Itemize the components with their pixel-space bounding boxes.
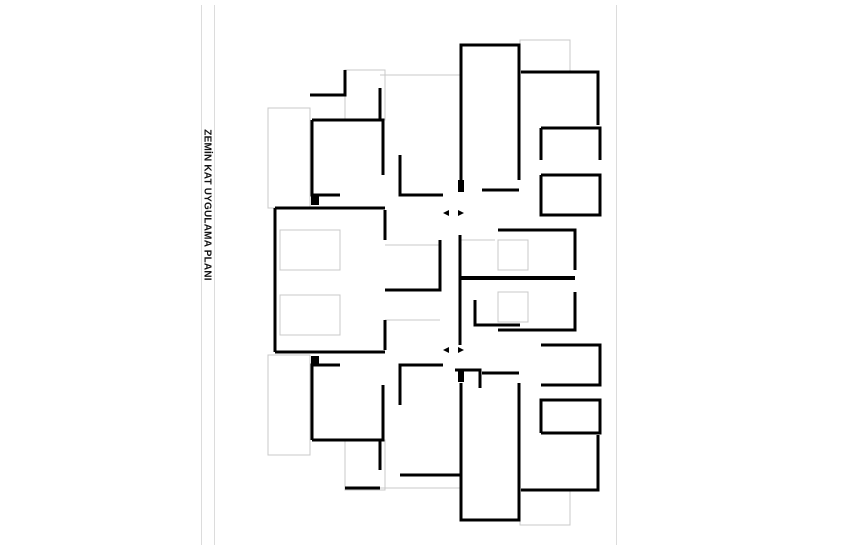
frame-line-right (616, 5, 617, 545)
furniture-thin-lines (267, 39, 571, 526)
door-arrows (443, 210, 464, 353)
frame-line-left (201, 5, 202, 545)
column-blocks (311, 180, 464, 382)
walls (273, 43, 602, 522)
frame-line-inner (214, 5, 215, 545)
